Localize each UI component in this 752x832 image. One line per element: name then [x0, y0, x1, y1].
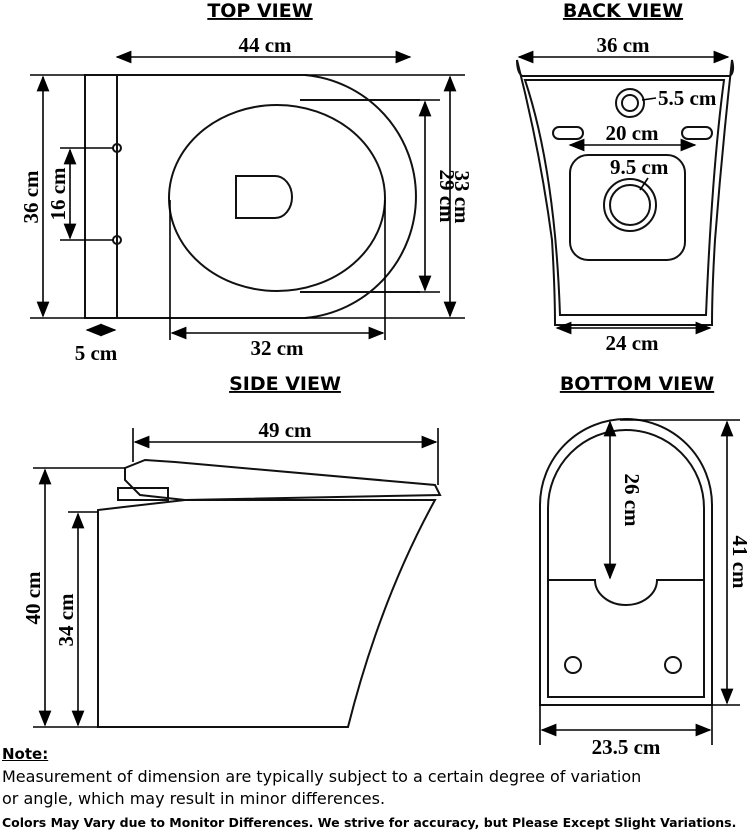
- dim-bottom-width: 23.5 cm: [592, 735, 661, 759]
- dim-bowl: 32 cm: [250, 336, 304, 360]
- outlet: [603, 178, 657, 232]
- dim-outlet-distance: 26 cm: [620, 473, 644, 527]
- water-inlet: [615, 88, 645, 118]
- side-view: SIDE VIEW 49 cm 40 cm 34 cm: [21, 373, 442, 728]
- back-view-outline: [516, 59, 735, 326]
- bolt-slot: [552, 126, 584, 140]
- dim-hole-spacing: 16 cm: [46, 167, 70, 221]
- dim-offset: 5 cm: [75, 341, 118, 365]
- dim-bolt-spacing: 20 cm: [605, 121, 659, 145]
- bottom-view-outline: [539, 418, 713, 706]
- side-view-title: SIDE VIEW: [229, 373, 341, 395]
- dim-seat-outer: 33 cm: [450, 170, 474, 224]
- mount-hole: [664, 656, 682, 674]
- bowl-outline: [168, 104, 386, 292]
- dim-outlet: 9.5 cm: [610, 155, 669, 179]
- drain-icon: [235, 175, 293, 219]
- bolt-slot: [681, 126, 713, 140]
- back-view: BACK VIEW 36 cm 5.5 cm 20 cm 9.5 cm 24 c…: [516, 0, 735, 355]
- back-view-title: BACK VIEW: [563, 0, 683, 22]
- top-view: TOP VIEW 44 cm 36 cm 16 cm 29 cm 33 cm 3…: [19, 0, 474, 365]
- dim-bottom-length: 41 cm: [728, 535, 752, 589]
- bottom-view-title: BOTTOM VIEW: [560, 373, 714, 395]
- dim-side-length: 49 cm: [258, 418, 312, 442]
- side-view-body: [97, 499, 437, 728]
- color-disclaimer: Colors May Vary due to Monitor Differenc…: [2, 815, 737, 830]
- dim-body-height: 34 cm: [54, 593, 78, 647]
- note-heading: Note:: [2, 745, 49, 763]
- dim-back-top: 36 cm: [596, 33, 650, 57]
- dim-inlet: 5.5 cm: [658, 86, 717, 110]
- top-view-title: TOP VIEW: [207, 0, 312, 22]
- dim-back-bottom: 24 cm: [605, 331, 659, 355]
- mount-hole: [564, 656, 582, 674]
- bottom-view: BOTTOM VIEW 26 cm 41 cm 23.5 cm: [539, 373, 752, 759]
- note-body: Measurement of dimension are typically s…: [2, 767, 642, 808]
- dim-total-height: 40 cm: [21, 571, 45, 625]
- top-view-outline: [84, 74, 417, 319]
- dim-top-width: 36 cm: [19, 170, 43, 224]
- dim-top-length: 44 cm: [238, 33, 292, 57]
